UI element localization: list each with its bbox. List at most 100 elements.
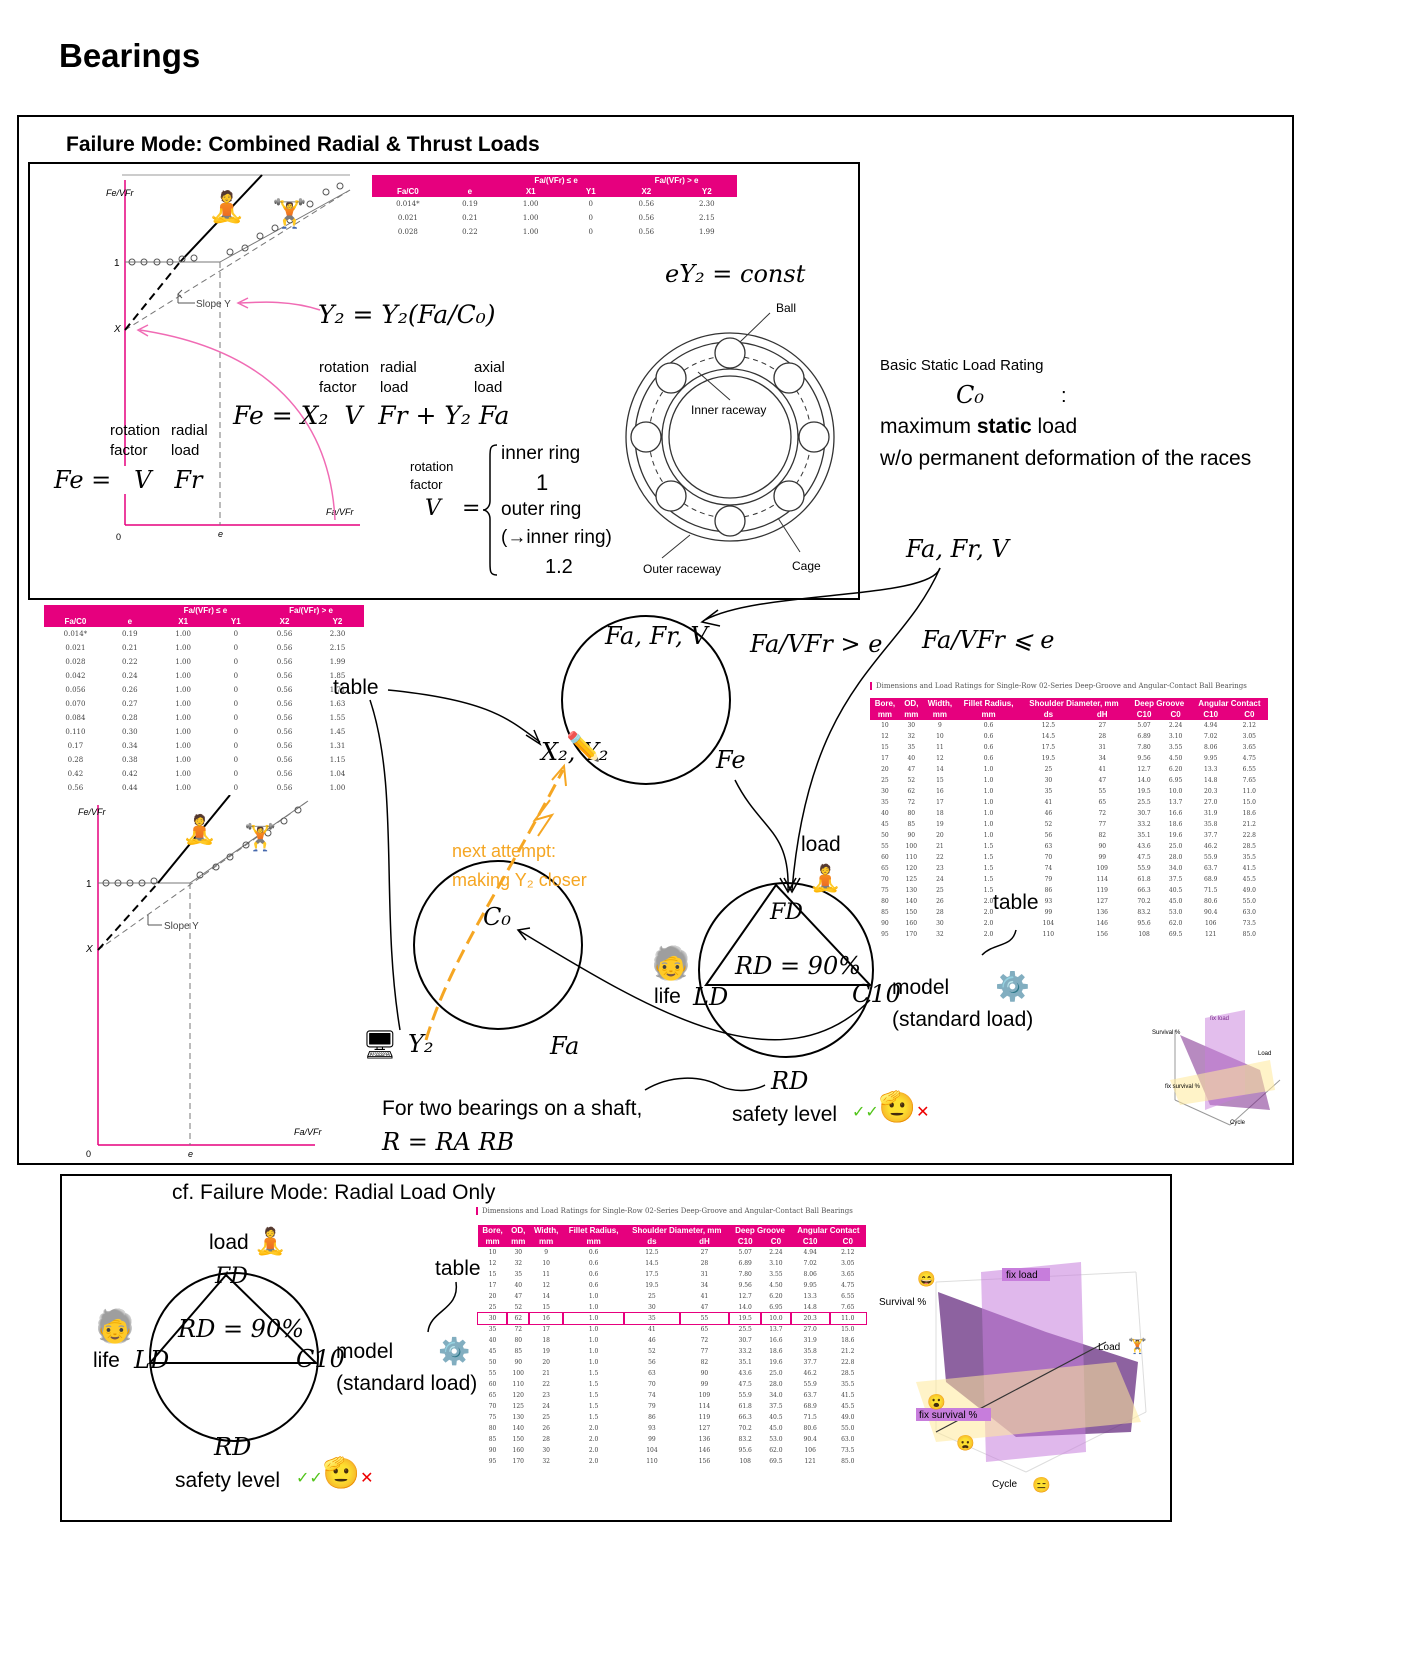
gt-condition: Fa/VFr > e — [750, 630, 883, 658]
rl-ld-label: LD — [134, 1346, 170, 1374]
rl-load-label: load — [209, 1231, 249, 1254]
static-rating-line2: w/o permanent deformation of the races — [880, 447, 1252, 470]
rl-table-label: table — [435, 1257, 481, 1280]
model-bearing-icon: ⚙️ — [995, 971, 1030, 1002]
svg-text:Cycle: Cycle — [1230, 1120, 1246, 1126]
rl-catalog-caption: Dimensions and Load Ratings for Single-R… — [476, 1207, 853, 1215]
graph-e-tick: e — [218, 529, 223, 539]
elder-face-icon: 🧓 — [651, 945, 691, 981]
svg-text:e: e — [188, 1149, 193, 1159]
svg-text:Load: Load — [1258, 1051, 1271, 1057]
static-rating-line1: maximum static load — [880, 415, 1078, 438]
v-symbol: V — [425, 496, 441, 521]
rl-elder-face-icon: 🧓 — [95, 1308, 135, 1344]
svg-text:1: 1 — [86, 879, 92, 890]
design-cycle-diagram — [369, 567, 1017, 1092]
radial-only-cycle — [147, 1272, 319, 1442]
caption-gt: Fa/(VFr) > e — [616, 175, 737, 186]
v-brace — [482, 444, 498, 576]
plot-old-face-icon: 😑 — [1032, 1477, 1051, 1494]
plot-survival-label: Survival % — [879, 1297, 926, 1308]
fe-node-label: Fe — [716, 746, 746, 774]
svg-text:Fe/VFr: Fe/VFr — [78, 807, 107, 817]
rl-model-bearing-icon: ⚙️ — [438, 1336, 471, 1366]
pencil-icon: ✏️ — [566, 731, 601, 762]
v-equals: = — [462, 496, 481, 521]
rl-safety-emoji-icon: ✓✓🫡✕ — [296, 1457, 374, 1490]
rd-90-label: RD = 90% — [735, 952, 862, 980]
fe-vs-fa-graph: Slope Y Fe/VFr 1 X 0 e Fa/VFr — [106, 174, 360, 542]
inputs-label: Fa, Fr, V — [906, 535, 1009, 563]
combined-loads-frame — [17, 115, 1294, 1165]
model-label: model — [892, 976, 950, 999]
xy-node-label: X₂, Y₂ — [541, 738, 609, 766]
weightlifter-icon-2: 🏋 — [244, 822, 277, 852]
plot-cycle-label: Cycle — [992, 1479, 1017, 1490]
rd-node-label: RD — [771, 1067, 809, 1095]
v-case-inner: inner ring — [501, 443, 581, 464]
svg-text:Slope Y: Slope Y — [164, 921, 199, 932]
table-label-left: table — [333, 676, 379, 699]
weightlifter-icon: 🏋 — [272, 198, 307, 229]
c0-node-label: C₀ — [483, 903, 511, 931]
rl-c10-label: C10 — [296, 1345, 345, 1373]
catalog-table: Bore,OD,Width,Fillet Radius, Shoulder Di… — [870, 698, 1268, 940]
graph-x-tick: X — [113, 324, 121, 335]
rl-catalog-table: Bore,OD,Width,Fillet Radius, Shoulder Di… — [476, 1225, 868, 1467]
graph-ylabel: Fe/VFr — [106, 188, 135, 198]
plot-sad-face-icon: 😦 — [956, 1435, 975, 1452]
fe-main-equation: Fe = X₂ V Fr + Y₂ Fa — [233, 401, 510, 430]
next-attempt-note-2: making Y₂ closer — [452, 870, 587, 890]
ball-bearing-diagram: Ball Inner raceway Outer raceway Cage — [625, 301, 835, 576]
v-case-outer-val: 1.2 — [545, 556, 573, 578]
safety-emoji-icon: ✓✓🫡✕ — [852, 1091, 930, 1124]
ey2-const-equation: eY₂ = const — [665, 260, 806, 288]
svg-text:0: 0 — [86, 1149, 91, 1159]
survival-load-cycle-plot: Survival % Load Cycle fix load fix survi… — [879, 1262, 1147, 1490]
graph-zero-tick: 0 — [116, 532, 121, 542]
page-title: Bearings — [59, 37, 201, 74]
v-case-outer-note: (→inner ring) — [501, 527, 612, 548]
survival-load-plot-small: Survival % Load fix load fix survival % … — [1152, 1010, 1281, 1126]
ball-label: Ball — [776, 301, 796, 315]
static-rating-colon: : — [1061, 385, 1067, 407]
caption-le: Fa/(VFr) ≤ e — [496, 175, 617, 186]
axial-load-label-top: axial load — [474, 359, 505, 396]
outer-raceway-label: Outer raceway — [643, 562, 721, 576]
fd-node-label: FD — [770, 900, 803, 925]
plot-fix-load-label: fix load — [1006, 1270, 1038, 1281]
graph-xlabel: Fa/VFr — [326, 507, 355, 517]
svg-text:Fa/VFr: Fa/VFr — [294, 1127, 323, 1137]
rl-safety-level-label: safety level — [175, 1469, 281, 1492]
rl-life-label: life — [93, 1349, 120, 1372]
meditating-person-icon-2: 🧘 — [182, 814, 217, 845]
